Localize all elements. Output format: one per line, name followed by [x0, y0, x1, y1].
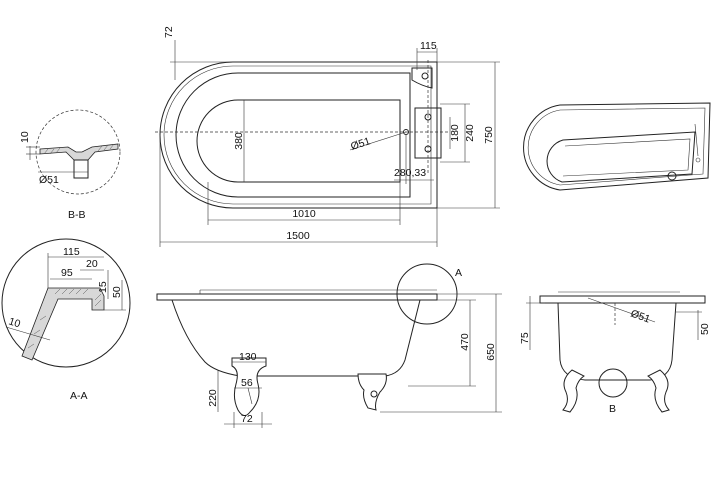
dim-foot-220: 220 — [207, 389, 219, 407]
dim-side-75: 75 — [519, 332, 531, 344]
dim-380: 380 — [233, 132, 245, 150]
plan-outer-rim — [159, 61, 438, 209]
dim-diameter-plan: Ø51 — [349, 135, 372, 153]
dim-280-33: 280,33 — [394, 167, 426, 179]
foot-left — [231, 357, 267, 416]
section-bb-label: B-B — [68, 209, 86, 221]
front-body — [171, 299, 421, 377]
section-aa: 115 20 95 15 50 10 A-A — [1, 238, 131, 402]
dim-bb-diameter: Ø51 — [39, 174, 59, 186]
dim-470: 470 — [459, 333, 471, 351]
dim-side-diameter: Ø51 — [629, 308, 652, 326]
dim-foot-72: 72 — [241, 413, 253, 425]
dim-240: 240 — [464, 124, 476, 142]
plan-basin — [196, 99, 401, 183]
dim-foot-130: 130 — [239, 351, 257, 363]
dim-aa-20: 20 — [86, 258, 98, 270]
dim-aa-10: 10 — [7, 315, 22, 330]
dim-72-top: 72 — [163, 26, 175, 38]
dim-bb-10: 10 — [19, 131, 31, 143]
dim-foot-56: 56 — [241, 377, 253, 389]
section-bb: 10 Ø51 B-B — [19, 109, 121, 221]
dim-side-50: 50 — [699, 323, 711, 335]
plan-view: 72 115 380 180 240 750 Ø51 280,33 1010 — [155, 26, 500, 247]
dim-750: 750 — [483, 126, 495, 144]
detail-b-label: B — [609, 403, 616, 415]
dim-aa-50: 50 — [111, 286, 123, 298]
dim-aa-15: 15 — [97, 281, 109, 293]
dim-aa-95: 95 — [61, 267, 73, 279]
perspective-view — [523, 102, 711, 191]
front-rim — [156, 293, 438, 301]
section-aa-label: A-A — [70, 390, 88, 402]
dim-1010: 1010 — [292, 208, 316, 220]
detail-b-circle — [598, 368, 628, 398]
side-elevation: B Ø51 75 50 — [519, 291, 711, 415]
waste-hole — [403, 129, 409, 135]
dim-1500: 1500 — [286, 230, 310, 242]
dim-180: 180 — [449, 124, 461, 142]
dim-650: 650 — [485, 343, 497, 361]
dim-aa-115: 115 — [63, 246, 80, 258]
detail-a-label: A — [455, 267, 462, 279]
front-elevation: A 470 650 130 220 56 72 — [156, 263, 502, 428]
dim-115-overflow: 115 — [420, 40, 437, 52]
